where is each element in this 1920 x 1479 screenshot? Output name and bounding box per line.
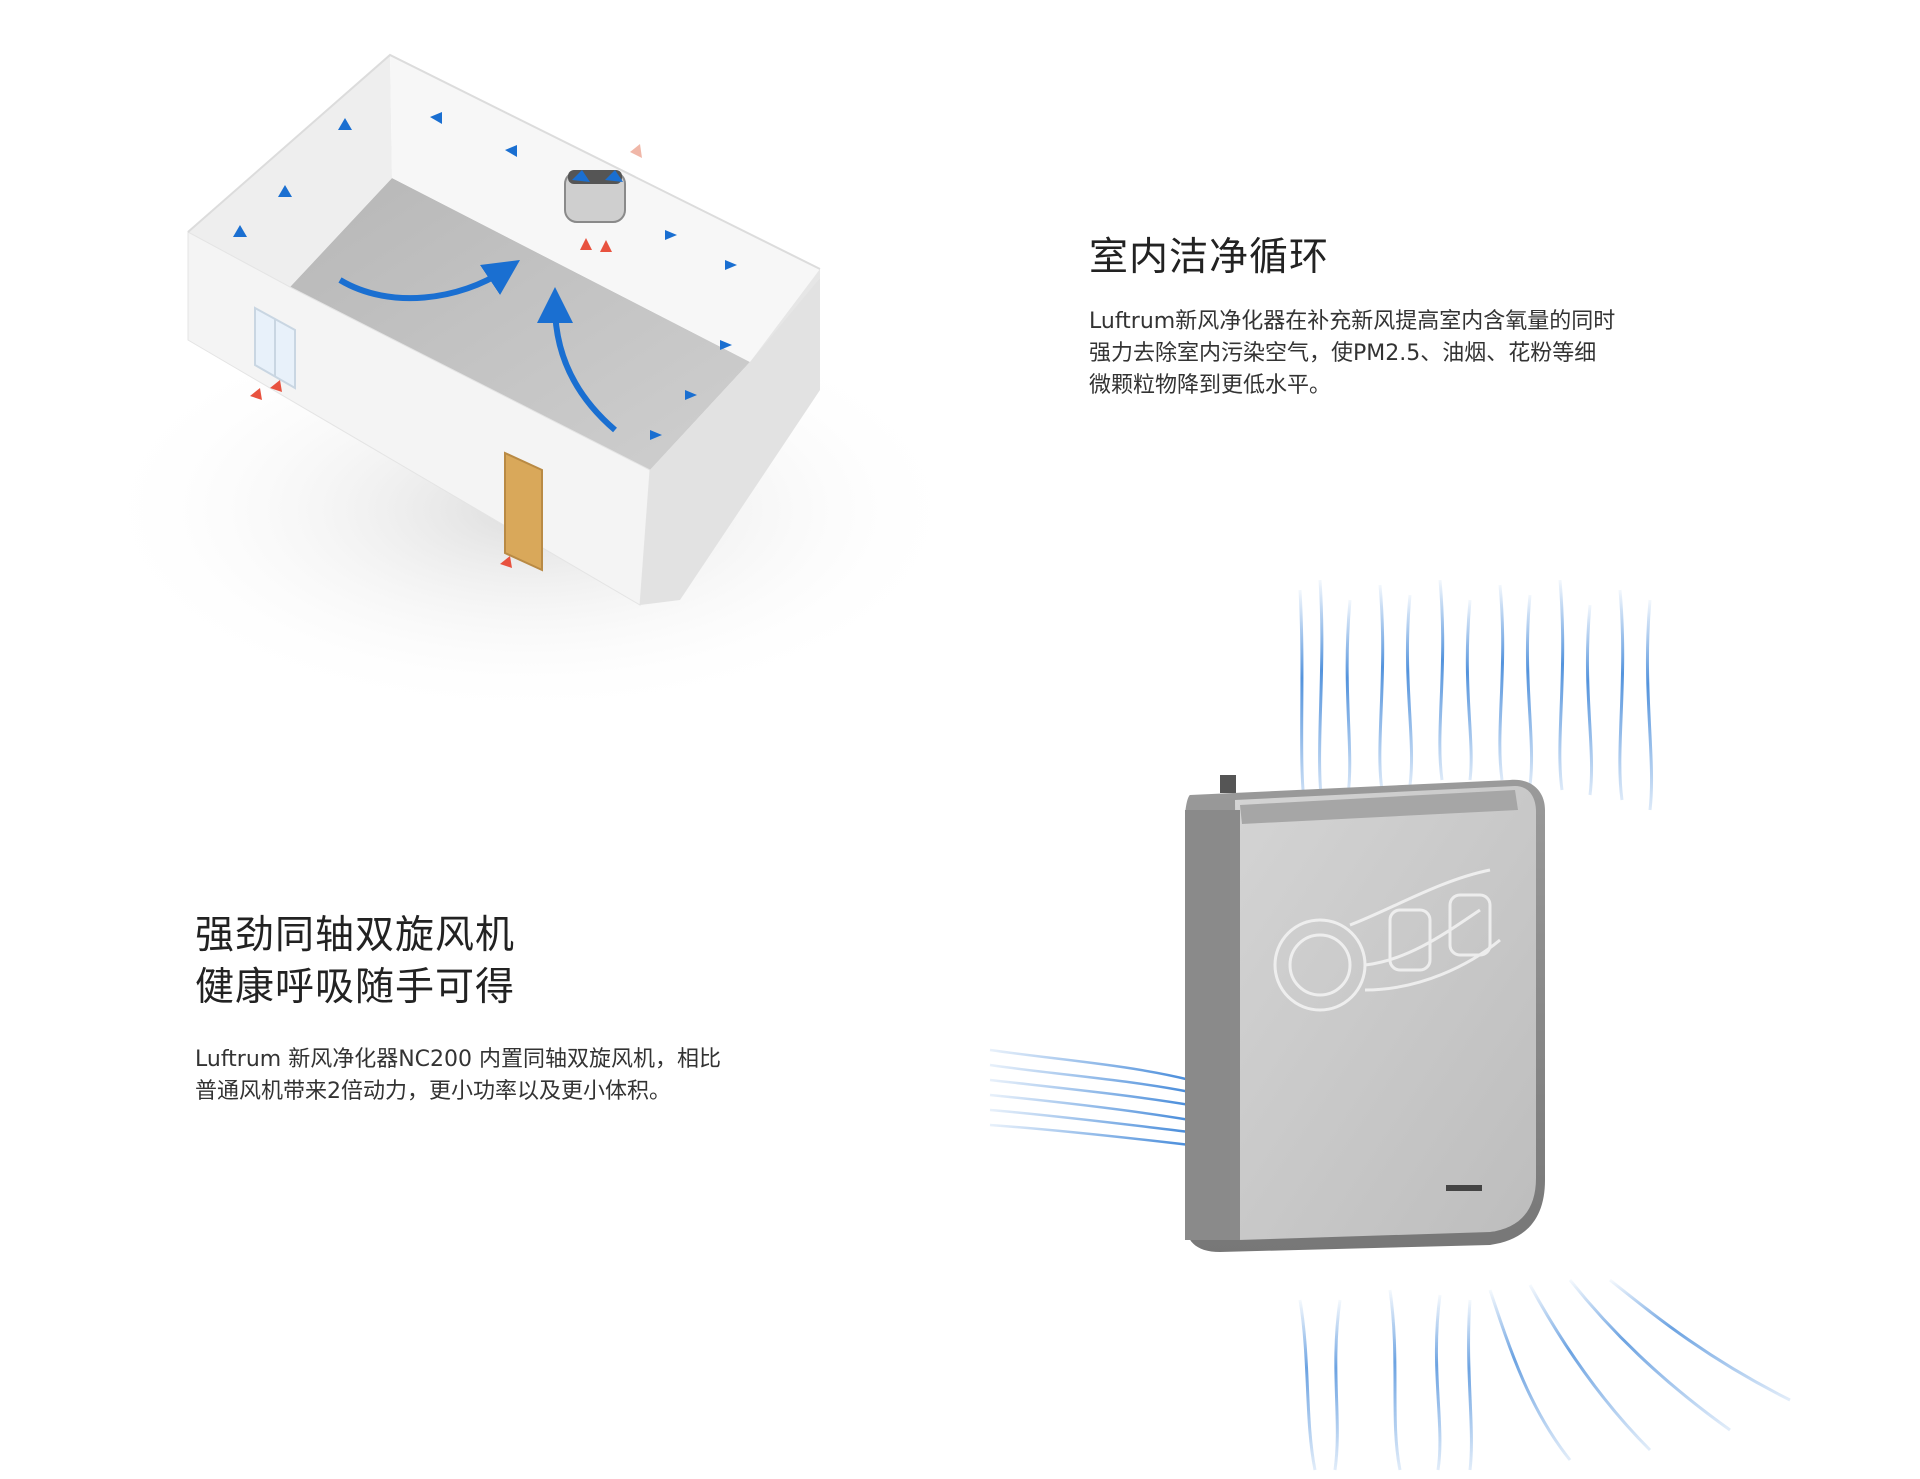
desc-line: Luftrum新风净化器在补充新风提高室内含氧量的同时 (1089, 309, 1616, 334)
coaxial-fan-title: 强劲同轴双旋风机 健康呼吸随手可得 (195, 910, 815, 1014)
indoor-circulation-section: 室内洁净循环 Luftrum新风净化器在补充新风提高室内含氧量的同时 强力去除室… (1089, 232, 1709, 402)
title-line: 健康呼吸随手可得 (195, 965, 516, 1010)
desc-line: 强力去除室内污染空气，使PM2.5、油烟、花粉等细 (1089, 341, 1597, 366)
desc-line: 普通风机带来2倍动力，更小功率以及更小体积。 (195, 1079, 671, 1104)
desc-line: Luftrum 新风净化器NC200 内置同轴双旋风机，相比 (195, 1047, 722, 1072)
room-airflow-illustration (60, 40, 980, 720)
indoor-circulation-desc: Luftrum新风净化器在补充新风提高室内含氧量的同时 强力去除室内污染空气，使… (1089, 306, 1709, 402)
desc-line: 微颗粒物降到更低水平。 (1089, 373, 1332, 398)
coaxial-fan-desc: Luftrum 新风净化器NC200 内置同轴双旋风机，相比 普通风机带来2倍动… (195, 1044, 815, 1108)
purifier-fan-illustration (970, 579, 1820, 1475)
indoor-circulation-title: 室内洁净循环 (1089, 235, 1330, 280)
coaxial-fan-section: 强劲同轴双旋风机 健康呼吸随手可得 Luftrum 新风净化器NC200 内置同… (195, 910, 815, 1108)
title-line: 强劲同轴双旋风机 (195, 913, 516, 958)
